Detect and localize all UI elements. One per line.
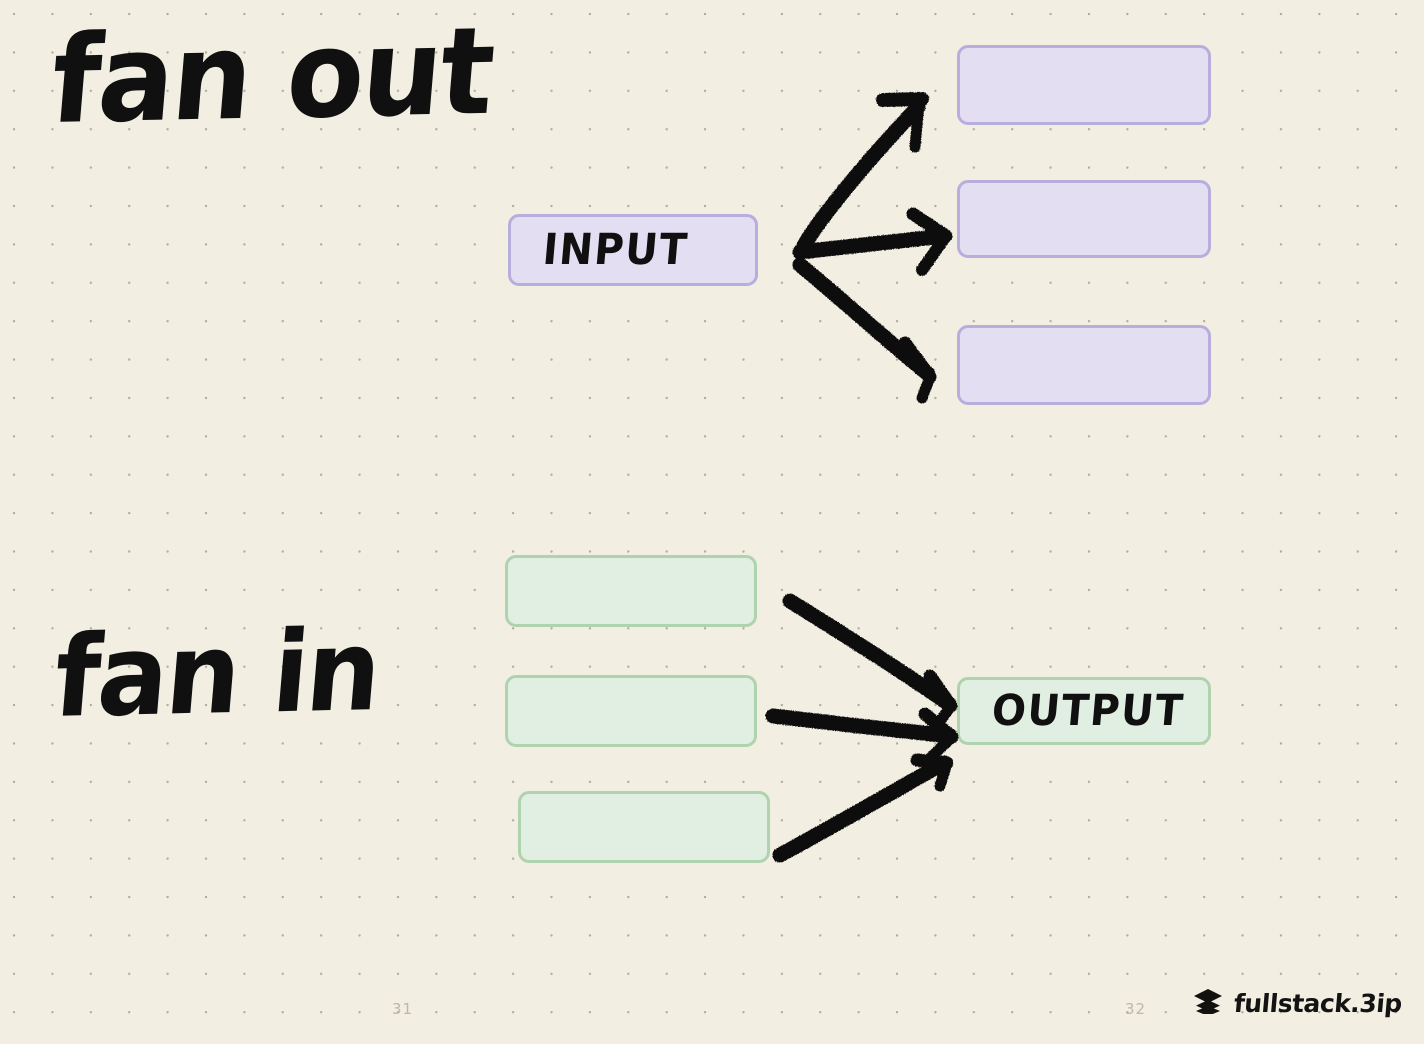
node-fanout-target-2[interactable]: [957, 180, 1211, 258]
arrow-fanin-bottom: [772, 753, 954, 863]
brand-logo[interactable]: fullstack.3ip: [1193, 988, 1404, 1018]
arrow-fanout-down: [792, 257, 937, 404]
node-fanin-source-3[interactable]: [518, 791, 770, 863]
node-output[interactable]: OUTPUT: [957, 677, 1211, 745]
node-fanin-source-2[interactable]: [505, 675, 757, 747]
node-fanout-target-1[interactable]: [957, 45, 1211, 125]
node-fanout-target-3[interactable]: [957, 325, 1211, 405]
heading-fan-out: fan out: [46, 1, 499, 152]
arrow-fanout-up: [794, 92, 929, 258]
node-output-label: OUTPUT: [989, 686, 1187, 736]
layers-stack-icon: [1193, 988, 1223, 1018]
arrow-fanin-middle: [765, 707, 959, 766]
heading-fan-in: fan in: [49, 604, 385, 743]
brand-text: fullstack.3ip: [1232, 988, 1404, 1018]
node-fanin-source-1[interactable]: [505, 555, 757, 627]
node-input[interactable]: INPUT: [508, 214, 758, 286]
page-number-left: 31: [392, 1000, 414, 1018]
arrow-fanout-middle: [792, 207, 953, 276]
node-input-label: INPUT: [540, 225, 691, 275]
arrow-fanin-top: [782, 593, 958, 734]
page-number-right: 32: [1125, 1000, 1147, 1018]
